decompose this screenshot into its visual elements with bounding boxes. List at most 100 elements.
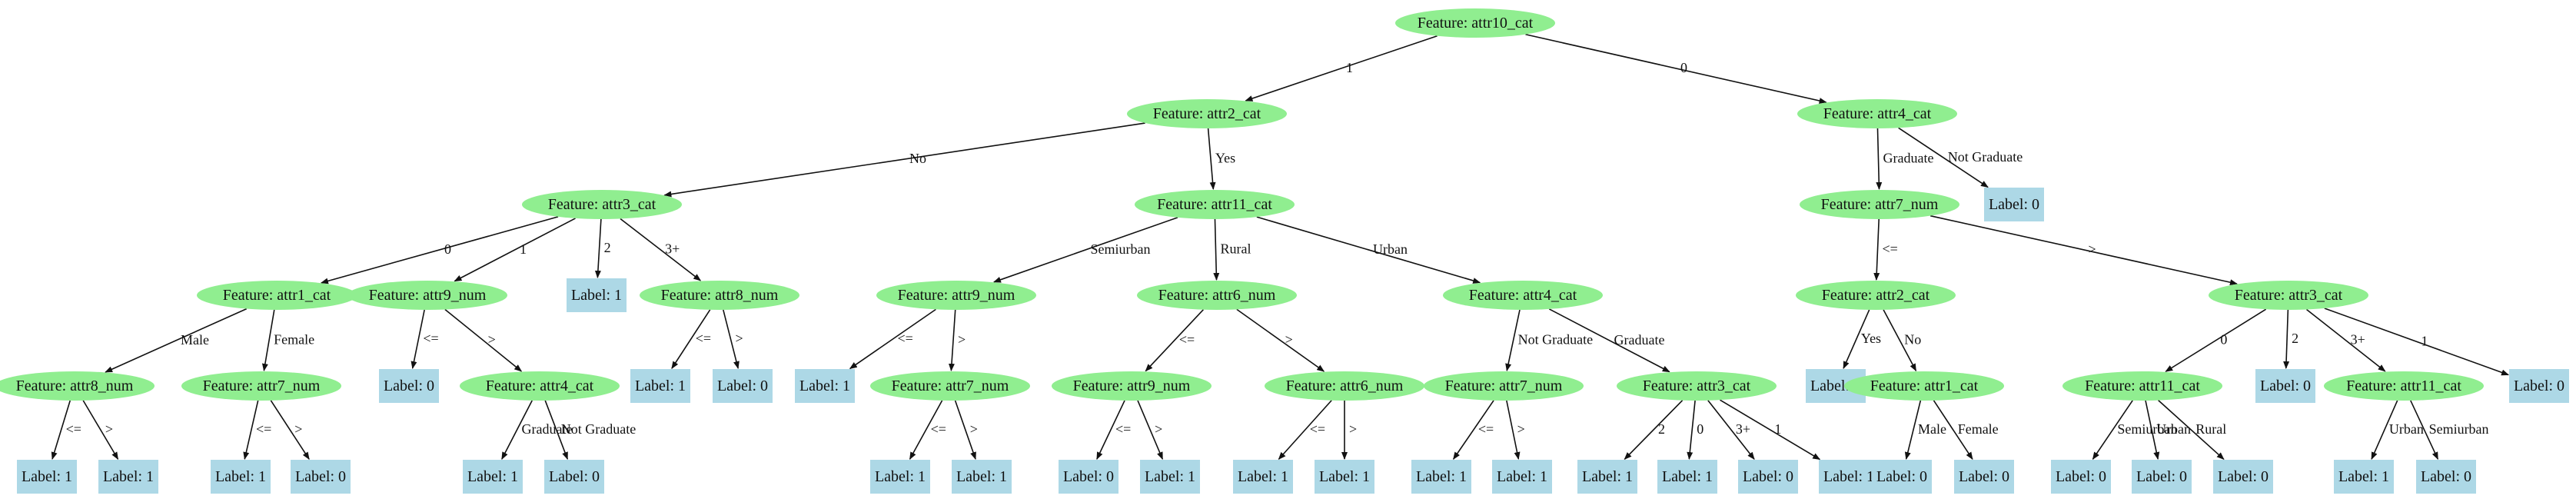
feature-ellipse <box>640 281 799 310</box>
edge-arrow <box>444 308 523 372</box>
node-text: Feature: attr3_cat <box>1643 378 1751 394</box>
edge-n14-n29: No <box>1883 309 1921 372</box>
label-node-n22: Label: 1 <box>795 369 855 403</box>
feature-node-n29: Feature: attr1_cat <box>1844 371 2004 401</box>
node-text: Feature: attr4_cat <box>486 378 594 394</box>
edge-n10-n21: > <box>723 309 743 369</box>
edge-arrow <box>544 400 569 460</box>
feature-ellipse <box>1127 99 1287 128</box>
edge-arrow <box>270 400 310 461</box>
edge-arrow <box>82 400 119 461</box>
feature-ellipse <box>2324 371 2484 401</box>
label-node-n46: Label: 1 <box>1411 460 1471 494</box>
label-box <box>463 460 523 494</box>
edge-label: 1 <box>520 241 527 257</box>
node-text: Feature: attr6_num <box>1158 287 1276 304</box>
label-node-n31: Label: 0 <box>2255 369 2315 403</box>
node-text: Label: 1 <box>1662 468 1713 485</box>
label-box <box>1059 460 1118 494</box>
edge-n3-n7: 0 <box>320 216 559 284</box>
edge-n15-n31: 2 <box>2283 309 2298 370</box>
edge-n30-n55: Urban <box>2145 400 2191 461</box>
label-box <box>2255 369 2315 403</box>
feature-node-n32: Feature: attr11_cat <box>2324 371 2484 401</box>
edge-arrow <box>1505 309 1521 372</box>
node-text: Label: 1 <box>22 468 72 485</box>
edge-n3-n8: 1 <box>454 218 576 282</box>
edge-arrow <box>1707 400 1755 460</box>
node-text: Label: 1 <box>2338 468 2389 485</box>
node-text: Label: 0 <box>1743 468 1793 485</box>
edge-label: 0 <box>1680 60 1687 75</box>
edge-label: > <box>1349 421 1357 437</box>
edge-label: Yes <box>1215 151 1235 166</box>
node-text: Feature: attr8_num <box>16 378 134 394</box>
feature-node-n30: Feature: attr11_cat <box>2062 371 2222 401</box>
label-box <box>1233 460 1293 494</box>
label-node-n55: Label: 0 <box>2132 460 2192 494</box>
label-box <box>2132 460 2192 494</box>
edge-label: 0 <box>2220 332 2227 348</box>
label-box <box>1577 460 1637 494</box>
edge-label: <= <box>256 421 271 437</box>
node-text: Label: 0 <box>2421 468 2471 485</box>
edge-label: <= <box>898 331 913 346</box>
label-node-n39: Label: 0 <box>544 460 604 494</box>
edge-arrow <box>1687 400 1696 460</box>
label-node-n50: Label: 0 <box>1738 460 1798 494</box>
edge-n4-n12: Rural <box>1213 218 1251 281</box>
edge-label: Not Graduate <box>1518 332 1593 348</box>
node-text: Feature: attr4_cat <box>1823 105 1932 122</box>
edge-n5-n15: > <box>1930 215 2238 286</box>
edge-label: > <box>2089 241 2096 257</box>
edge-arrow <box>948 309 956 372</box>
edge-label: > <box>970 421 978 437</box>
node-text: Label: 0 <box>2514 378 2564 394</box>
node-text: Label: 1 <box>956 468 1007 485</box>
feature-node-n13: Feature: attr4_cat <box>1443 281 1603 310</box>
edge-label: <= <box>1310 421 1325 437</box>
edge-label: <= <box>423 331 438 346</box>
edge-arrow <box>2410 400 2439 461</box>
feature-ellipse <box>1265 371 1424 401</box>
edge-arrow <box>1213 218 1220 281</box>
edge-label: > <box>1517 421 1525 437</box>
edge-n26-n47: > <box>1506 400 1525 461</box>
feature-node-n0: Feature: attr10_cat <box>1395 8 1555 38</box>
edge-arrow <box>1525 33 1827 104</box>
edge-label: Not Graduate <box>1948 149 2023 165</box>
label-node-n51: Label: 1 <box>1819 460 1879 494</box>
edge-n27-n49: 0 <box>1687 400 1703 460</box>
label-box <box>795 369 855 403</box>
edge-arrow <box>1933 400 1973 460</box>
edge-label: <= <box>66 421 81 437</box>
edge-label: Not Graduate <box>561 421 636 437</box>
node-text: Feature: attr9_num <box>1073 378 1191 394</box>
feature-ellipse <box>1137 281 1297 310</box>
feature-node-n5: Feature: attr7_num <box>1800 190 1959 219</box>
feature-node-n1: Feature: attr2_cat <box>1127 99 1287 128</box>
label-box <box>2051 460 2111 494</box>
edge-n11-n22: <= <box>849 308 936 370</box>
label-box <box>1411 460 1471 494</box>
label-node-n38: Label: 1 <box>463 460 523 494</box>
node-text: Label: 0 <box>1989 196 2039 213</box>
label-box <box>1315 460 1374 494</box>
edge-label: > <box>294 421 302 437</box>
feature-node-n11: Feature: attr9_num <box>876 281 1036 310</box>
feature-node-n26: Feature: attr7_num <box>1424 371 1584 401</box>
edge-label: Female <box>274 332 314 348</box>
feature-node-n3: Feature: attr3_cat <box>522 190 682 219</box>
edge-n16-n34: <= <box>51 400 81 460</box>
label-box <box>713 369 773 403</box>
label-node-n43: Label: 1 <box>1140 460 1200 494</box>
edge-arrow <box>2283 309 2290 370</box>
edge-n5-n14: <= <box>1873 218 1898 281</box>
node-text: Feature: attr6_num <box>1286 378 1404 394</box>
edge-arrow <box>671 309 711 370</box>
edge-label: 1 <box>1346 60 1353 75</box>
node-text: Label: 0 <box>1959 468 2009 485</box>
edge-label: Graduate <box>522 421 573 437</box>
